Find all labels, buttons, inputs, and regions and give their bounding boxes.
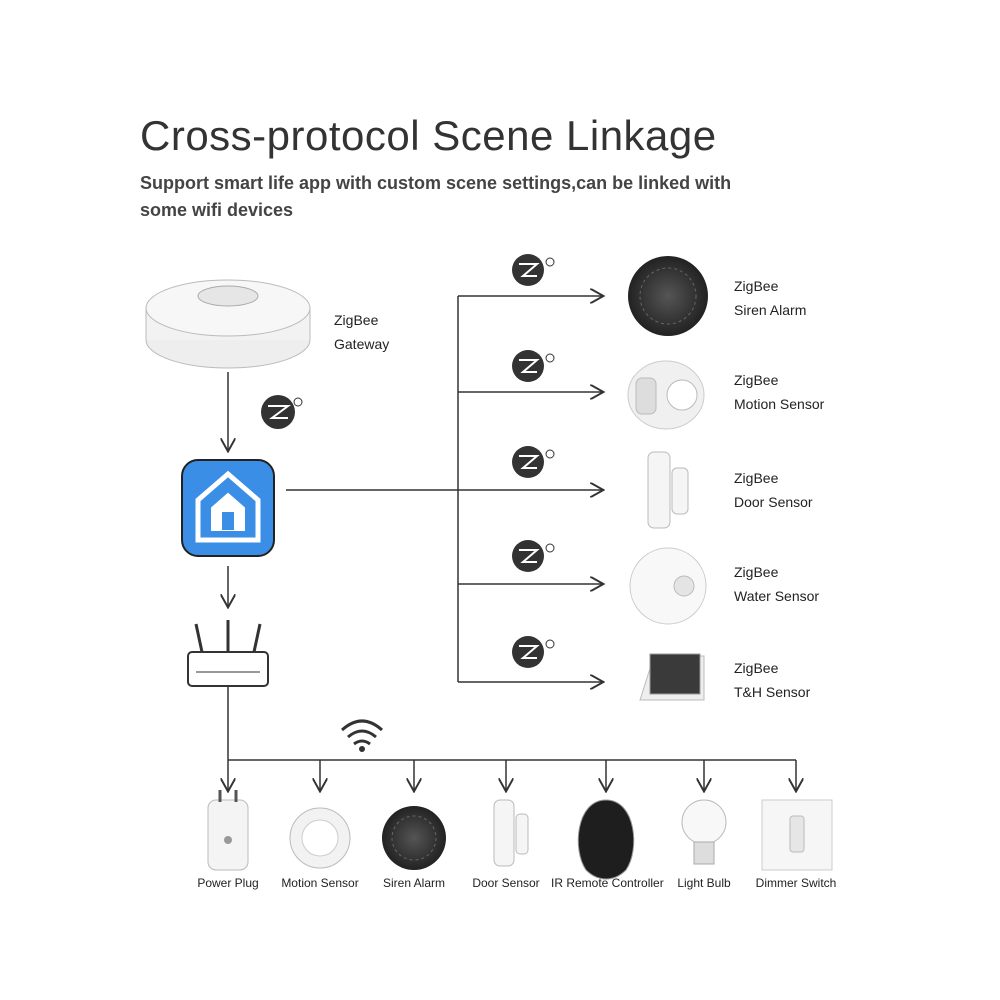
router-icon [187,620,269,687]
motion-sensor-icon [627,360,705,430]
power-plug-icon [207,790,249,871]
wifi-device-label-3: Siren Alarm [382,876,446,890]
wifi-device-label-7: Dimmer Switch [755,876,837,890]
zigbee-branches [458,296,602,682]
zigbee-badge-3 [512,446,555,478]
wifi-device-label-5: IR Remote Controller [551,876,664,890]
th-sensor-icon [639,653,705,701]
gateway-label: ZigBee Gateway [334,312,390,352]
ir-remote-icon [577,799,635,880]
zigbee-gateway-icon [145,279,311,369]
wifi-device-label-4: Door Sensor [472,876,540,890]
light-bulb-icon [681,799,727,865]
zigbee-signal-icon [261,395,303,429]
wifi-device-label-6: Light Bulb [677,876,731,890]
wifi-device-label-1: Power Plug [197,876,259,890]
siren-icon [628,256,708,336]
wifi-icon [340,719,384,752]
wifi-door-sensor-icon [493,799,529,867]
zigbee-badge-2 [512,350,555,382]
wifi-siren-icon [382,806,446,870]
dimmer-switch-icon [761,799,833,871]
diagram-title: Cross-protocol Scene Linkage [140,112,717,159]
zigbee-badge-1 [512,254,555,286]
wifi-motion-sensor-icon [289,807,351,869]
wifi-device-label-2: Motion Sensor [281,876,359,890]
wifi-branches [228,760,796,790]
water-sensor-icon [629,547,707,625]
zigbee-badge-4 [512,540,555,572]
zigbee-badge-5 [512,636,555,668]
smart-life-app-icon[interactable] [181,459,275,557]
diagram-subtitle: Support smart life app with custom scene… [140,173,732,220]
door-sensor-icon [647,451,689,529]
